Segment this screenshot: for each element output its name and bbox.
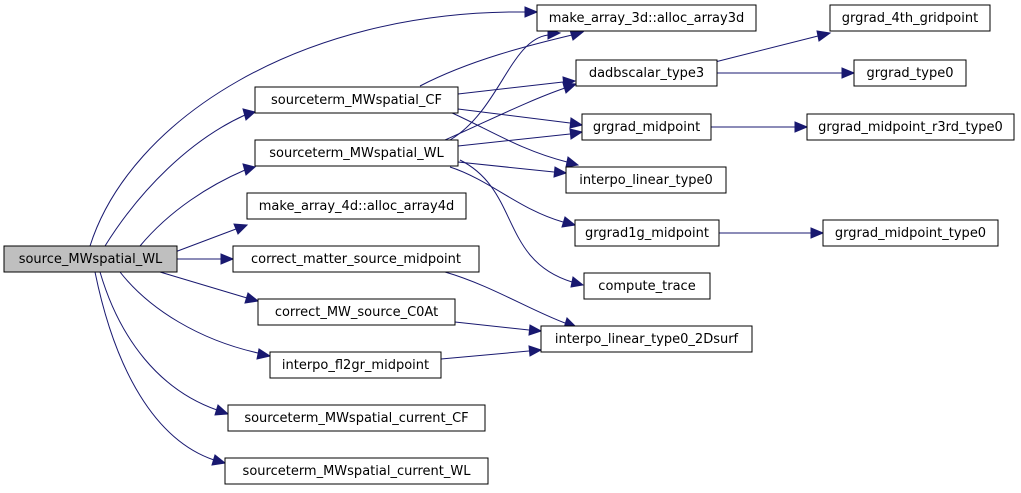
node-interpo-fl2gr-midpoint[interactable]: interpo_fl2gr_midpoint <box>269 351 442 379</box>
edge-mwcf-to-grgrad-midpoint <box>457 108 584 129</box>
edge-root-to-sourceterm-mwspatial-current-wl <box>94 271 227 466</box>
node-grgrad-type0[interactable]: grgrad_type0 <box>853 59 967 87</box>
node-label: correct_matter_source_midpoint <box>251 252 461 267</box>
edge-root-to-sourceterm-mwspatial-wl <box>139 163 257 247</box>
node-compute-trace[interactable]: compute_trace <box>583 272 711 300</box>
node-label: grgrad_midpoint_r3rd_type0 <box>818 120 1003 135</box>
node-correct-mw-source-c0at[interactable]: correct_MW_source_C0At <box>257 298 456 326</box>
node-label: grgrad1g_midpoint <box>585 226 709 241</box>
edge-root-to-alloc-array3d <box>89 6 539 247</box>
edge-mwwl-to-compute-trace <box>459 159 585 288</box>
node-grgrad1g-midpoint[interactable]: grgrad1g_midpoint <box>574 219 720 247</box>
node-grgrad-midpoint-r3rd-type0[interactable]: grgrad_midpoint_r3rd_type0 <box>806 113 1015 141</box>
edge-mwwl-to-grgrad1g-midpoint <box>449 166 577 228</box>
node-alloc-array3d[interactable]: make_array_3d::alloc_array3d <box>536 4 757 32</box>
node-label: grgrad_midpoint <box>593 120 700 135</box>
node-label: sourceterm_MWspatial_WL <box>269 146 444 161</box>
edge-root-to-sourceterm-mwspatial-current-cf <box>99 271 230 416</box>
edge-root-to-alloc-array4d <box>174 223 249 253</box>
edge-cmws-to-interpo-linear-type0-2dsurf <box>454 321 543 336</box>
edge-root-to-correct-mw-source-c0at <box>159 271 260 304</box>
node-sourceterm-mwspatial-cf[interactable]: sourceterm_MWspatial_CF <box>254 86 459 114</box>
nodes: source_MWspatial_WL sourceterm_MWspatial… <box>3 4 1015 485</box>
node-label: interpo_fl2gr_midpoint <box>282 358 429 373</box>
edge-mwcf-to-alloc-array3d <box>419 29 585 87</box>
node-label: dadbscalar_type3 <box>589 66 704 81</box>
node-sourceterm-mwspatial-wl[interactable]: sourceterm_MWspatial_WL <box>254 139 459 167</box>
edge-root-to-correct-matter-source-midpoint <box>177 253 235 265</box>
edge-mwcf-to-dadbscalar-type3 <box>457 76 577 95</box>
node-interpo-linear-type0-2dsurf[interactable]: interpo_linear_type0_2Dsurf <box>540 325 753 353</box>
node-correct-matter-source-midpoint[interactable]: correct_matter_source_midpoint <box>232 245 480 273</box>
node-sourceterm-mwspatial-current-wl[interactable]: sourceterm_MWspatial_current_WL <box>224 457 489 485</box>
edge-dadb-to-grgrad-type0 <box>717 67 856 79</box>
node-label: sourceterm_MWspatial_current_CF <box>244 411 468 426</box>
node-source-mwspatial-wl[interactable]: source_MWspatial_WL <box>3 245 178 273</box>
node-label: grgrad_type0 <box>867 66 954 81</box>
edge-root-to-sourceterm-mwspatial-cf <box>104 108 257 247</box>
edge-mwcf-to-interpo-linear-type0 <box>449 111 580 168</box>
node-label: grgrad_4th_gridpoint <box>842 11 978 26</box>
edge-cms-to-interpo-linear-type0-2dsurf <box>444 271 578 329</box>
edge-mwwl-to-interpo-linear-type0 <box>457 161 568 178</box>
edge-interpfl-to-interpo-linear-type0-2dsurf <box>440 345 543 360</box>
edge-gr1g-to-grgrad-midpoint-type0 <box>719 227 825 239</box>
node-label: interpo_linear_type0 <box>579 173 713 188</box>
node-label: make_array_3d::alloc_array3d <box>549 11 744 26</box>
node-grgrad-midpoint-type0[interactable]: grgrad_midpoint_type0 <box>822 219 999 247</box>
edge-mwwl-to-grgrad-midpoint <box>457 128 584 147</box>
node-interpo-linear-type0[interactable]: interpo_linear_type0 <box>565 166 727 194</box>
edge-grmid-to-grgrad-midpoint-r3rd-type0 <box>711 121 809 133</box>
node-grgrad-midpoint[interactable]: grgrad_midpoint <box>581 113 712 141</box>
node-label: source_MWspatial_WL <box>19 252 163 267</box>
node-label: sourceterm_MWspatial_current_WL <box>243 464 472 479</box>
node-dadbscalar-type3[interactable]: dadbscalar_type3 <box>575 59 718 87</box>
node-sourceterm-mwspatial-current-cf[interactable]: sourceterm_MWspatial_current_CF <box>227 404 486 432</box>
node-label: compute_trace <box>598 279 695 294</box>
node-alloc-array4d[interactable]: make_array_4d::alloc_array4d <box>246 192 467 220</box>
node-label: make_array_4d::alloc_array4d <box>259 199 454 214</box>
edge-mwwl-to-dadbscalar-type3 <box>444 82 578 141</box>
edge-dadb-to-grgrad-4th-gridpoint <box>714 30 832 63</box>
node-label: interpo_linear_type0_2Dsurf <box>555 332 739 347</box>
node-grgrad-4th-gridpoint[interactable]: grgrad_4th_gridpoint <box>829 4 991 32</box>
edge-root-to-interpo-fl2gr-midpoint <box>119 271 272 360</box>
node-label: correct_MW_source_C0At <box>275 305 438 320</box>
edges <box>89 6 856 466</box>
node-label: sourceterm_MWspatial_CF <box>271 93 442 108</box>
node-label: grgrad_midpoint_type0 <box>835 226 986 241</box>
